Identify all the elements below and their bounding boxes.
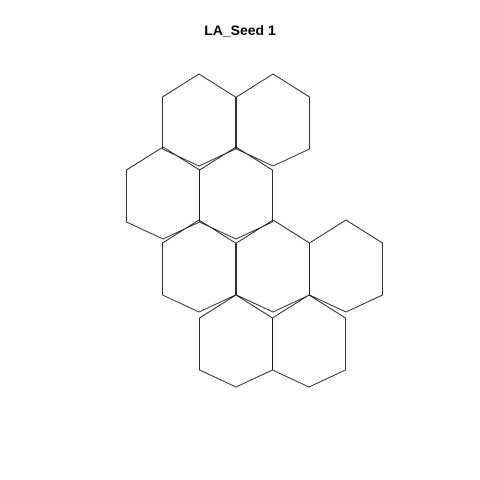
hexagon-cell bbox=[199, 294, 273, 388]
hexagon-cell bbox=[162, 73, 236, 167]
hexagon-cell bbox=[309, 219, 383, 313]
hexagon-cell bbox=[272, 294, 346, 388]
hexagon-cell bbox=[236, 73, 310, 167]
hexagon-cell bbox=[199, 146, 273, 240]
plot-title: LA_Seed 1 bbox=[204, 22, 276, 38]
hexagon-cell bbox=[162, 219, 236, 313]
